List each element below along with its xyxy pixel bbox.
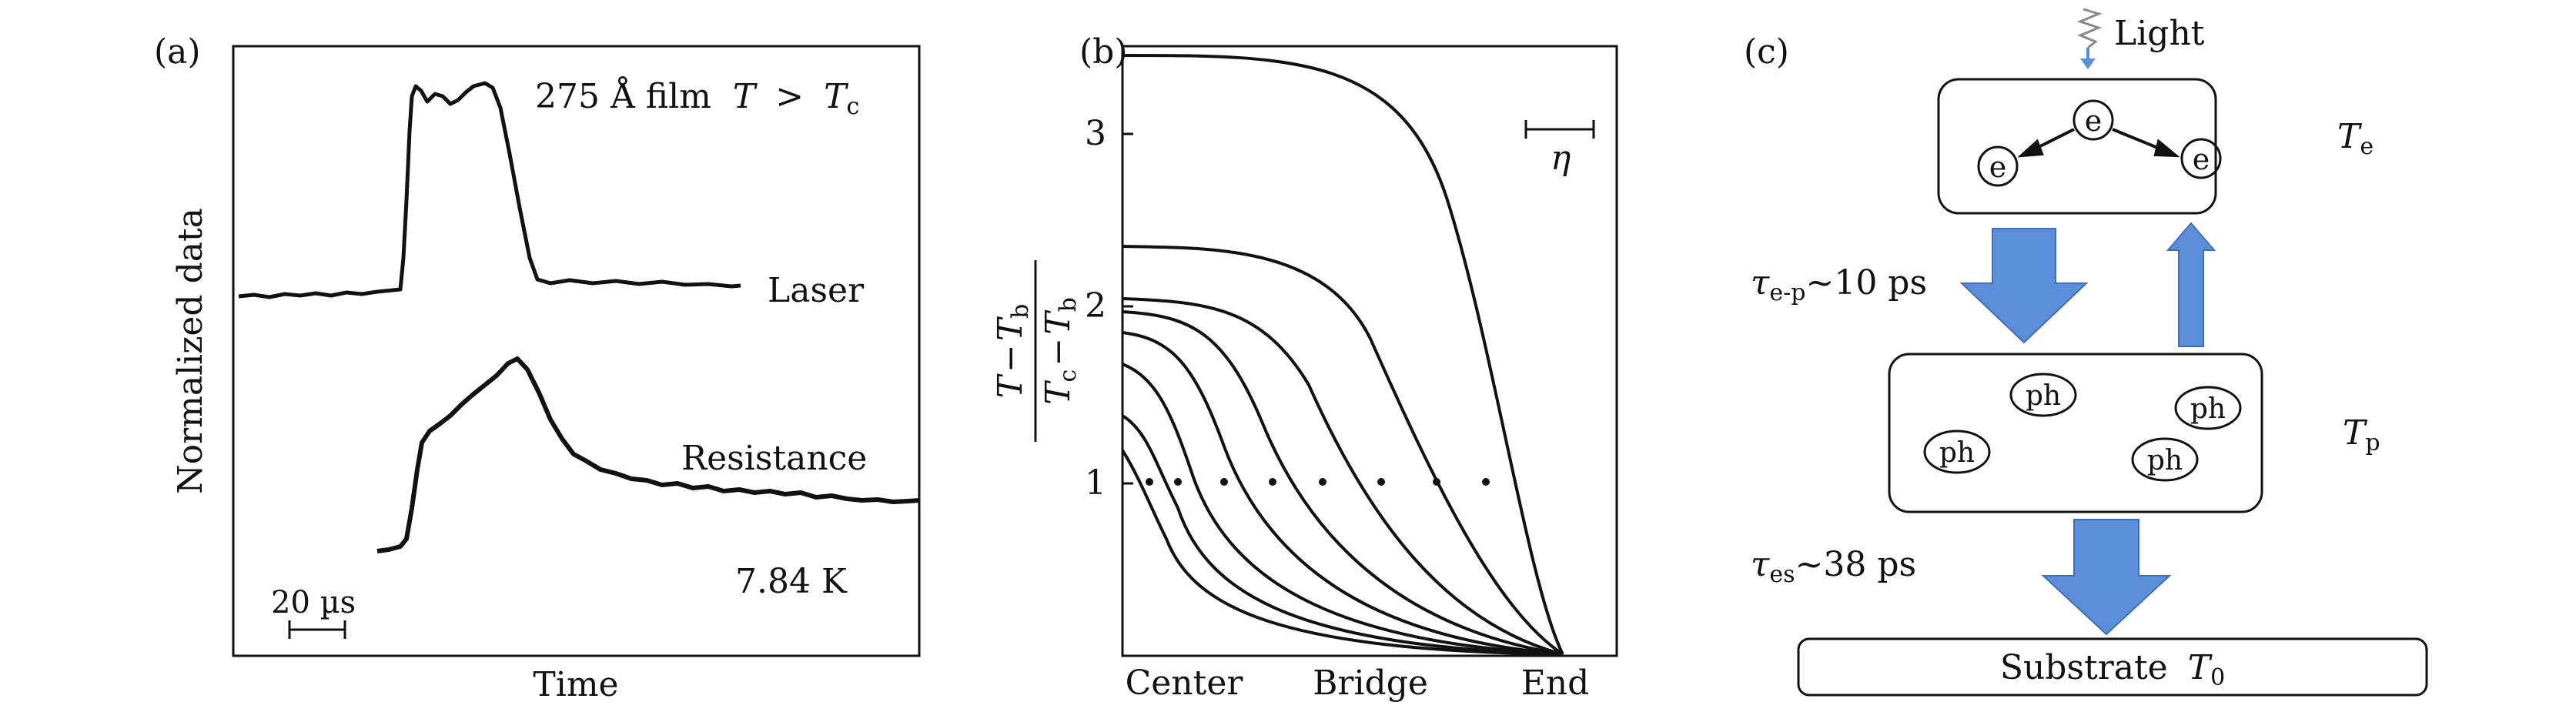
panel-b: (b) 1 2 3 Center Bridge End T−Tb Tc−Tb [991, 32, 1618, 703]
te-label: Te [2337, 117, 2374, 160]
backflow-arrow-icon [2166, 222, 2216, 347]
svg-text:ph: ph [2147, 445, 2183, 476]
crossing-dot [1146, 478, 1153, 486]
e-p-arrow-icon [1959, 228, 2089, 344]
profile-curve-3 [1122, 297, 1564, 656]
ytick-3: 3 [1085, 114, 1106, 153]
phonons: ph ph ph ph [1923, 373, 2242, 482]
svg-text:ph: ph [1939, 437, 1975, 469]
ytick-2: 2 [1085, 286, 1106, 326]
profile-curve-6 [1122, 363, 1564, 656]
profile-curve-2 [1122, 245, 1564, 656]
panel-c: (c) Light e e e Te [1744, 8, 2428, 697]
profile-curve-1 [1122, 54, 1564, 655]
tp-label: Tp [2343, 413, 2380, 456]
scale-bar-label: 20 µs [271, 585, 356, 620]
panel-a-film-annotation: 275 Å film T > Tc [535, 75, 859, 120]
tau-es-label: τes~38 ps [1751, 545, 1916, 588]
svg-text:e: e [2193, 142, 2210, 176]
crossing-dot [1377, 478, 1385, 486]
ytick-1: 1 [1085, 463, 1106, 503]
electron-scatter-arrows [2017, 128, 2180, 158]
eta-symbol: η [1551, 139, 1571, 178]
panel-c-label: (c) [1744, 32, 1789, 72]
resistance-label: Resistance [681, 439, 867, 478]
crossing-dot [1482, 478, 1490, 486]
xlabel-center: Center [1126, 664, 1244, 703]
svg-text:ph: ph [2026, 380, 2061, 412]
panel-b-yticks [1122, 132, 1133, 485]
svg-text:T−Tb: T−Tb [991, 304, 1034, 399]
crossing-dot [1220, 478, 1228, 486]
electron-top [2073, 99, 2114, 141]
es-arrow-icon [2041, 519, 2172, 636]
panel-a-xlabel: Time [533, 665, 618, 704]
svg-text:e: e [1989, 150, 2007, 184]
xlabel-bridge: Bridge [1313, 664, 1428, 703]
phonon-box [1888, 353, 2263, 513]
profile-curve-5 [1122, 331, 1564, 656]
light-label: Light [2114, 14, 2205, 53]
light-wave-icon [2076, 8, 2103, 49]
svg-text:ph: ph [2190, 393, 2226, 425]
electron-box [1937, 78, 2217, 215]
crossing-dot [1269, 478, 1276, 486]
panel-b-label: (b) [1079, 32, 1128, 72]
resistance-curve [376, 356, 920, 553]
electron-left [1977, 145, 2019, 187]
profile-curve-7 [1121, 414, 1564, 656]
electrons: e e e [1977, 99, 2222, 187]
panel-a: (a) Normalized data Time 275 Å film T > … [154, 32, 921, 704]
crossing-dot [1174, 478, 1182, 486]
tau-ep-label: τe-p~10 ps [1751, 263, 1927, 306]
scale-bar [288, 620, 346, 639]
substrate-box [1797, 637, 2428, 697]
panel-a-ylabel: Normalized data [171, 208, 210, 494]
temperature-label: 7.84 K [735, 562, 848, 601]
crossing-dot [1433, 478, 1440, 486]
panel-a-frame [232, 45, 921, 657]
panel-b-crossing-dots [1146, 478, 1490, 486]
xlabel-end: End [1521, 664, 1590, 703]
eta-scale-bar [1524, 120, 1595, 139]
panel-b-frame [1121, 45, 1618, 657]
panel-a-label: (a) [154, 32, 201, 72]
panel-b-curves [1121, 54, 1564, 656]
profile-curve-4 [1122, 310, 1564, 656]
crossing-dot [1319, 478, 1326, 486]
svg-text:Tc−Tb: Tc−Tb [1039, 297, 1082, 405]
laser-label: Laser [768, 271, 865, 310]
electron-right [2180, 138, 2222, 179]
light-arrowhead-icon [2080, 58, 2096, 69]
panel-b-ylabel: T−Tb Tc−Tb [991, 260, 1082, 442]
svg-text:e: e [2085, 104, 2103, 138]
laser-curve [238, 81, 741, 299]
substrate-label: Substrate T0 [2000, 648, 2225, 691]
profile-curve-8 [1121, 449, 1564, 656]
